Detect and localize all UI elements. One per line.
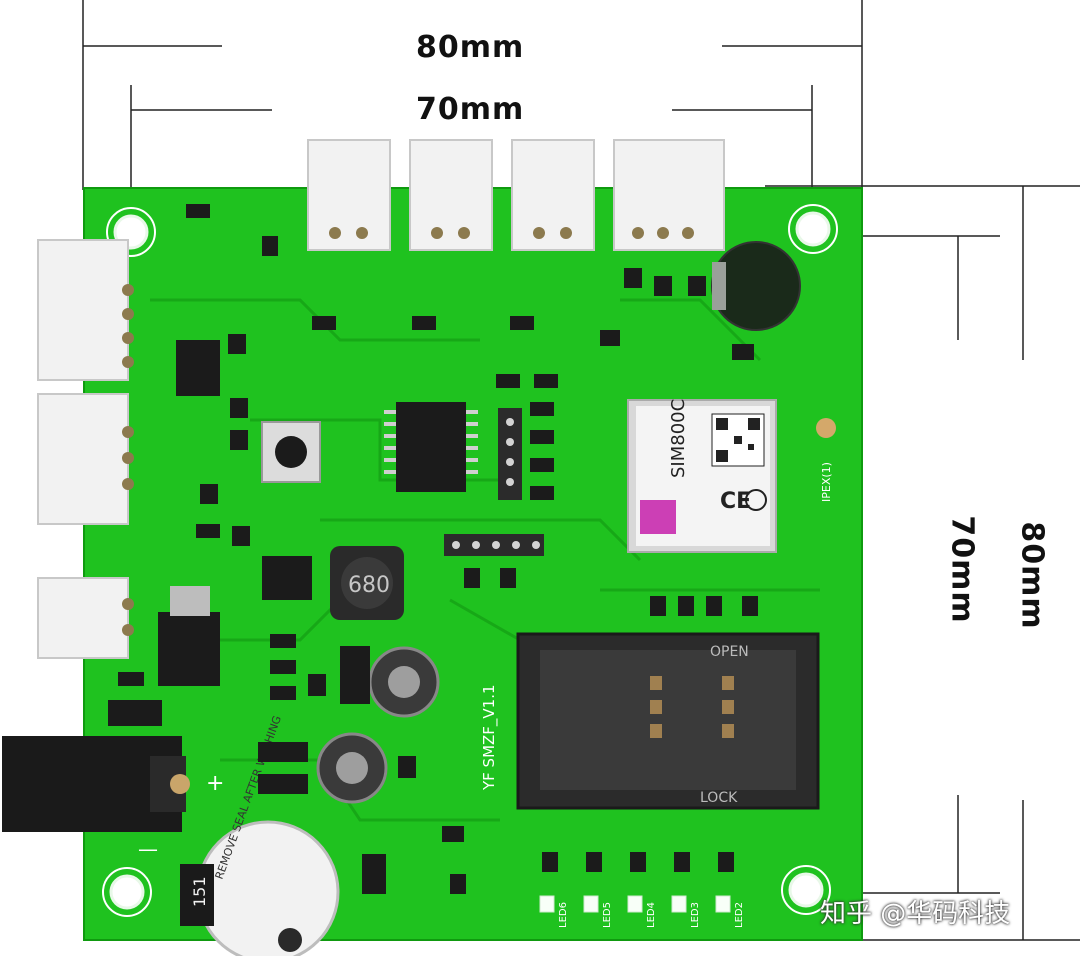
led-resistors <box>542 852 734 872</box>
version-label: YF SMZF_V1.1 <box>480 684 499 791</box>
top-outer-dimension-label: 80mm <box>416 30 525 65</box>
led-label-4: LED4 <box>646 902 657 928</box>
buzzer <box>196 820 340 956</box>
top-inner-dimension-label: 70mm <box>416 92 525 127</box>
mounting-holes <box>109 211 831 910</box>
inductor-code: 680 <box>348 573 390 598</box>
ic-u2 <box>396 402 466 492</box>
watermark: 知乎 @华码科技 <box>820 899 1011 929</box>
sim-lock-label: LOCK <box>700 790 738 806</box>
left-connectors <box>37 239 129 659</box>
led-label-5: LED5 <box>602 902 613 928</box>
smd-components <box>108 204 758 894</box>
regulator-q <box>158 612 220 686</box>
sim800c-label: SIM800C <box>668 399 689 478</box>
ic-u1 <box>262 556 312 600</box>
polarity-plus: + <box>206 771 224 796</box>
led-label-6: LED6 <box>558 902 569 928</box>
resistor-151 <box>180 864 214 926</box>
led-array <box>539 895 731 913</box>
antenna-label: IPEX(1) <box>820 462 833 502</box>
ic-u4 <box>176 340 220 396</box>
dimension-lines <box>82 0 1080 941</box>
antenna-connector <box>816 418 836 438</box>
resistor-code: 151 <box>190 876 209 907</box>
led-label-2: LED2 <box>734 902 745 928</box>
sim-open-label: OPEN <box>710 644 749 660</box>
led-label-3: LED3 <box>690 902 701 928</box>
polarity-minus: — <box>138 837 158 861</box>
